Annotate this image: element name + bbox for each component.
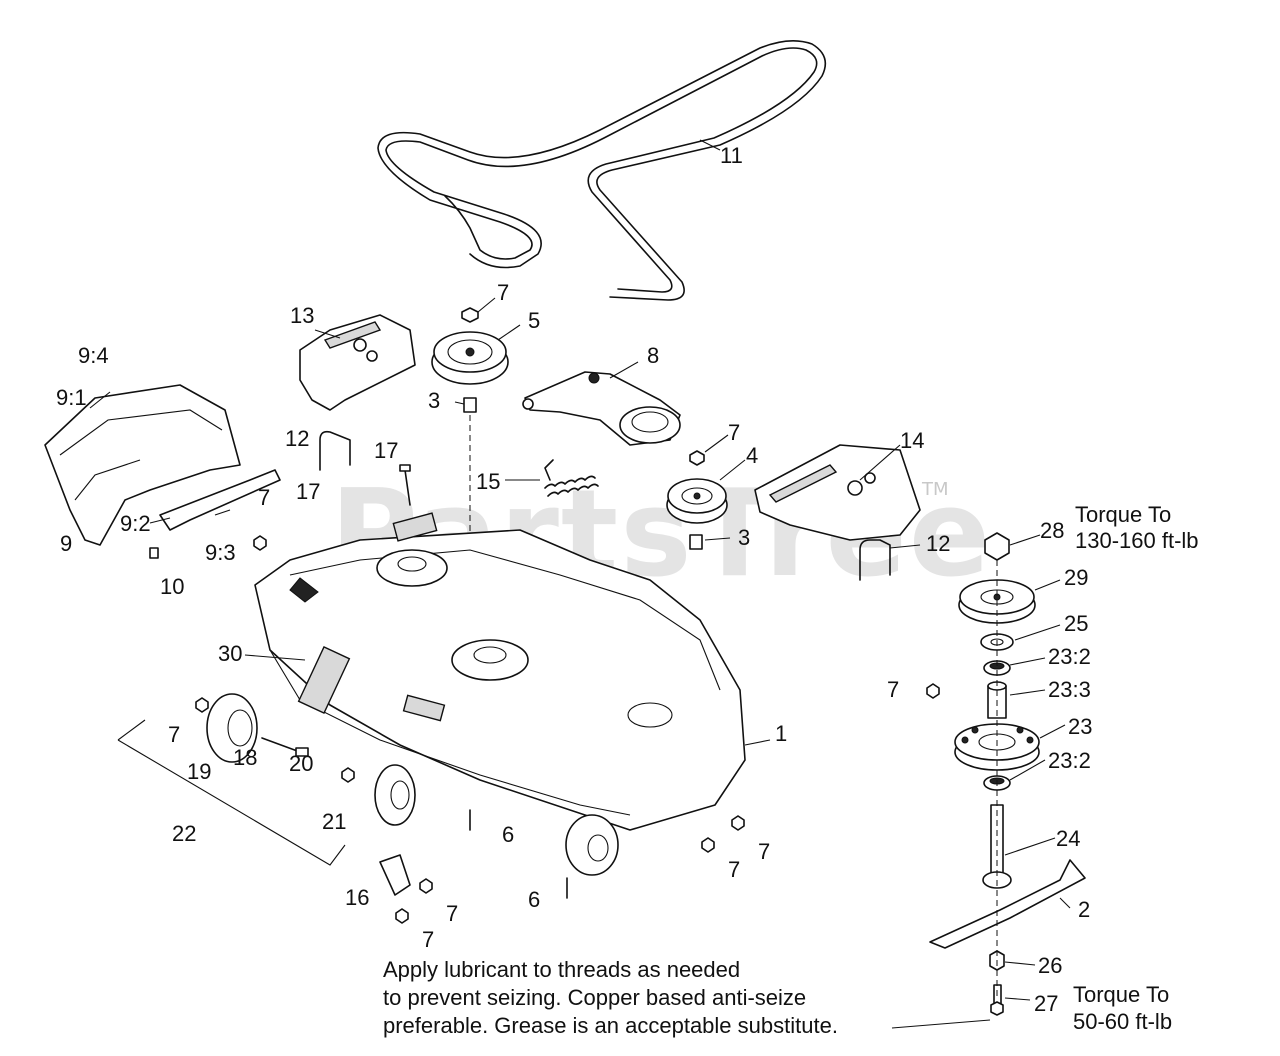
torque-bottom-line2: 50-60 ft-lb bbox=[1073, 1009, 1172, 1034]
nut-part-7-e[interactable] bbox=[395, 908, 409, 924]
spacer-part-3-top[interactable] bbox=[463, 397, 477, 413]
nut-part-7-b[interactable] bbox=[253, 535, 267, 551]
nut-part-7-a[interactable] bbox=[195, 697, 209, 713]
callout-7-left: 7 bbox=[258, 485, 270, 510]
callout-28: 28 bbox=[1040, 518, 1064, 543]
callout-7-right-b: 7 bbox=[728, 857, 740, 882]
callout-2: 2 bbox=[1078, 897, 1090, 922]
callout-10: 10 bbox=[160, 574, 184, 599]
callout-26: 26 bbox=[1038, 953, 1062, 978]
callout-9-4: 9:4 bbox=[78, 343, 109, 368]
callout-11: 11 bbox=[720, 143, 743, 168]
callout-5: 5 bbox=[528, 308, 540, 333]
idler-arm-part-8[interactable] bbox=[522, 371, 681, 446]
callout-4: 4 bbox=[746, 443, 758, 468]
callout-7-front-b: 7 bbox=[422, 927, 434, 952]
wheel-part-19[interactable] bbox=[206, 693, 258, 763]
callout-7-wheel: 7 bbox=[168, 722, 180, 747]
callout-29: 29 bbox=[1064, 565, 1088, 590]
nut-part-28[interactable] bbox=[984, 532, 1010, 561]
callout-9-1: 9:1 bbox=[56, 385, 87, 410]
callout-14: 14 bbox=[900, 428, 924, 453]
callout-13: 13 bbox=[290, 303, 314, 328]
bracket-part-9-2[interactable] bbox=[159, 469, 281, 531]
nut-part-7-top[interactable] bbox=[461, 307, 479, 323]
pulley-part-5[interactable] bbox=[431, 331, 509, 385]
torque-top-line1: Torque To bbox=[1075, 502, 1171, 527]
callout-9-3: 9:3 bbox=[205, 540, 236, 565]
spacer-part-3-right[interactable] bbox=[689, 534, 703, 550]
watermark-trademark: TM bbox=[921, 479, 949, 500]
callout-24: 24 bbox=[1056, 826, 1080, 851]
belt-part-11[interactable] bbox=[377, 40, 827, 301]
blade-part-2[interactable] bbox=[929, 859, 1086, 949]
pin-part-10[interactable] bbox=[149, 547, 159, 559]
callout-3-top: 3 bbox=[428, 388, 440, 413]
ubolt-part-12-right[interactable] bbox=[859, 539, 891, 581]
callout-1: 1 bbox=[775, 721, 787, 746]
nut-part-7-f[interactable] bbox=[701, 837, 715, 853]
callout-19: 19 bbox=[187, 759, 211, 784]
note-line-2: to prevent seizing. Copper based anti-se… bbox=[383, 985, 806, 1010]
callout-6-b: 6 bbox=[528, 887, 540, 912]
callout-7-top: 7 bbox=[497, 280, 509, 305]
callout-9-2: 9:2 bbox=[120, 511, 151, 536]
callout-6-a: 6 bbox=[502, 822, 514, 847]
callout-23-3: 23:3 bbox=[1048, 677, 1091, 702]
callout-7-pulley4: 7 bbox=[728, 420, 740, 445]
callout-15: 15 bbox=[476, 469, 500, 494]
leader-lines bbox=[89, 139, 1071, 1029]
wheel-front-right[interactable] bbox=[565, 814, 619, 876]
note-line-3: preferable. Grease is an acceptable subs… bbox=[383, 1013, 838, 1038]
torque-top-line2: 130-160 ft-lb bbox=[1075, 528, 1199, 553]
callout-23-2-top: 23:2 bbox=[1048, 644, 1091, 669]
nut-part-7-h[interactable] bbox=[926, 683, 940, 699]
callout-9: 9 bbox=[60, 531, 72, 556]
callout-12-right: 12 bbox=[926, 531, 950, 556]
callout-8: 8 bbox=[647, 343, 659, 368]
callout-17-a: 17 bbox=[374, 438, 398, 463]
callout-22: 22 bbox=[172, 821, 196, 846]
callout-7-front-a: 7 bbox=[446, 901, 458, 926]
callout-3-right: 3 bbox=[738, 525, 750, 550]
belt-cover-part-14[interactable] bbox=[754, 444, 921, 541]
bolt-part-17[interactable] bbox=[399, 464, 411, 506]
pulley-part-4[interactable] bbox=[666, 478, 728, 524]
nut-part-7-g[interactable] bbox=[731, 815, 745, 831]
callout-7-right-a: 7 bbox=[758, 839, 770, 864]
callout-12-left: 12 bbox=[285, 426, 309, 451]
callout-7-spindle: 7 bbox=[887, 677, 899, 702]
callout-23: 23 bbox=[1068, 714, 1092, 739]
callout-18: 18 bbox=[233, 745, 257, 770]
bracket-part-16[interactable] bbox=[379, 854, 411, 896]
callout-30: 30 bbox=[218, 641, 242, 666]
callout-16: 16 bbox=[345, 885, 369, 910]
spring-part-15[interactable] bbox=[544, 459, 599, 497]
wheel-front-left[interactable] bbox=[374, 764, 416, 826]
bolt-part-27[interactable] bbox=[990, 984, 1004, 1016]
callout-21: 21 bbox=[322, 809, 346, 834]
belt-cover-part-13[interactable] bbox=[299, 314, 416, 411]
baffle-part-9[interactable] bbox=[44, 384, 241, 546]
ubolt-part-12-left[interactable] bbox=[319, 430, 351, 471]
torque-bottom-line1: Torque To bbox=[1073, 982, 1169, 1007]
callout-20: 20 bbox=[289, 751, 313, 776]
deck-part-1[interactable] bbox=[254, 512, 746, 831]
callout-17-b: 17 bbox=[296, 479, 320, 504]
nut-part-7-d[interactable] bbox=[419, 878, 433, 894]
nut-part-7-c[interactable] bbox=[341, 767, 355, 783]
callout-23-2-bottom: 23:2 bbox=[1048, 748, 1091, 773]
group-bracket-part-22 bbox=[117, 719, 346, 866]
callout-27: 27 bbox=[1034, 991, 1058, 1016]
callout-25: 25 bbox=[1064, 611, 1088, 636]
decal-part-30[interactable] bbox=[297, 645, 351, 715]
axle-part-18[interactable] bbox=[261, 737, 309, 757]
note-line-1: Apply lubricant to threads as needed bbox=[383, 957, 740, 982]
nut-part-7-pulley4[interactable] bbox=[689, 450, 705, 466]
